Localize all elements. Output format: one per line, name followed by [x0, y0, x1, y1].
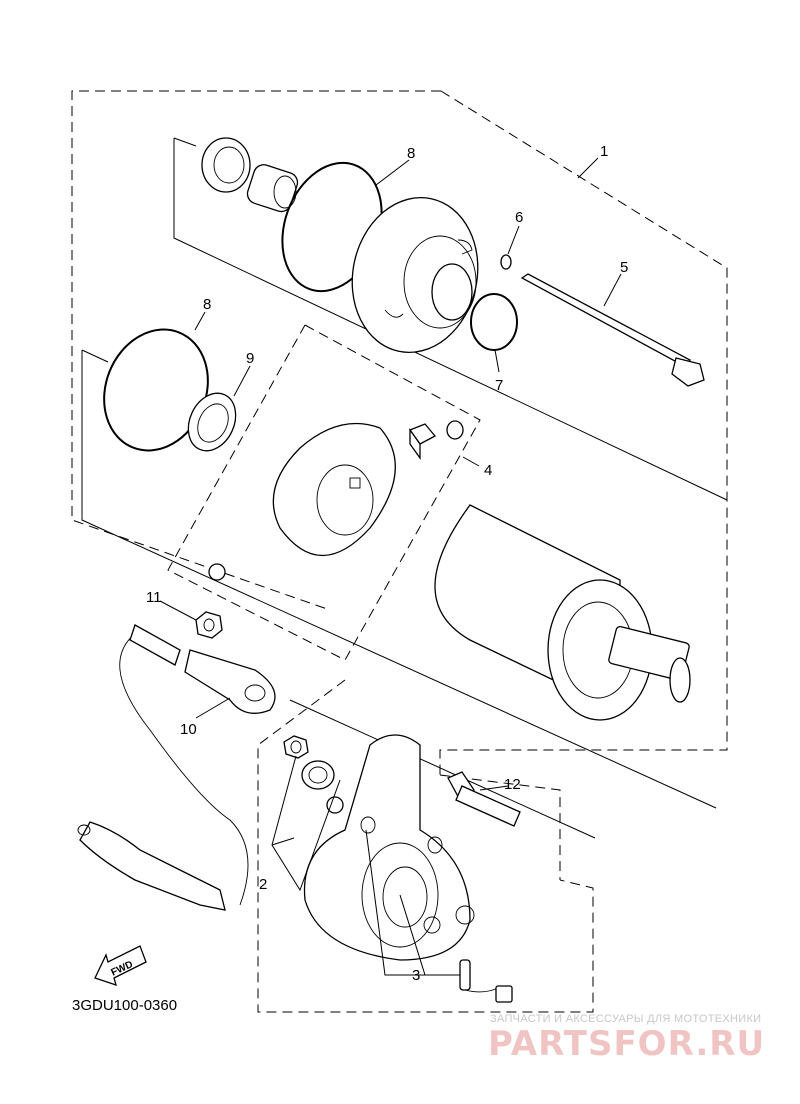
callout-8-lower: 8 [203, 296, 211, 313]
brush-plate [272, 422, 396, 557]
o-ring-7 [470, 293, 518, 351]
frame-line-top [173, 138, 728, 501]
o-ring-6 [500, 254, 512, 270]
fwd-arrow-icon: FWD [94, 945, 147, 987]
motor-yoke [434, 504, 691, 721]
bolt-12 [447, 771, 521, 827]
frame-line-lower [289, 699, 596, 839]
front-cover [351, 196, 479, 354]
brush-block [408, 423, 437, 461]
callout-8-upper: 8 [407, 145, 415, 162]
watermark-tagline: ЗАПЧАСТИ И АКСЕССУАРЫ ДЛЯ МОТОТЕХНИКИ [490, 1013, 761, 1025]
washer-2 [301, 760, 335, 790]
assembly-boundary [71, 90, 441, 611]
brush-set [459, 959, 513, 1003]
callout-3: 3 [412, 967, 420, 984]
callout-2: 2 [259, 876, 267, 893]
needle-bearing [246, 164, 299, 213]
end-cover-boundary [257, 679, 594, 1013]
callout-11: 11 [146, 589, 162, 606]
callout-1: 1 [600, 143, 608, 160]
callout-6: 6 [515, 209, 523, 226]
nut-2 [283, 735, 309, 759]
brush-spring-lower [208, 563, 226, 581]
callout-7: 7 [495, 377, 503, 394]
frame-line-mid-edge [81, 349, 109, 363]
frame-line-top-edge [173, 137, 197, 147]
callout-12: 12 [504, 776, 521, 793]
brush-holder-boundary [167, 324, 481, 661]
washer-9 [187, 392, 237, 452]
diagram-code: 3GDU100-0360 [72, 997, 177, 1014]
callout-4: 4 [484, 462, 492, 479]
callout-10: 10 [180, 721, 197, 738]
through-bolt [520, 273, 705, 387]
assembly-boundary-right [439, 90, 728, 775]
brush-spring-upper [446, 420, 464, 440]
frame-line-mid [81, 350, 717, 809]
oil-seal [201, 137, 251, 193]
callout-9: 9 [246, 350, 254, 367]
nut-11 [195, 611, 223, 639]
bolt-boundary [439, 774, 561, 880]
starter-cable [77, 624, 276, 911]
rear-end-cover [303, 734, 475, 961]
leader-lines [159, 157, 622, 976]
o-ring-2 [326, 796, 344, 814]
watermark-brand: PARTSFOR.RU [488, 1024, 765, 1064]
callout-5: 5 [620, 259, 628, 276]
